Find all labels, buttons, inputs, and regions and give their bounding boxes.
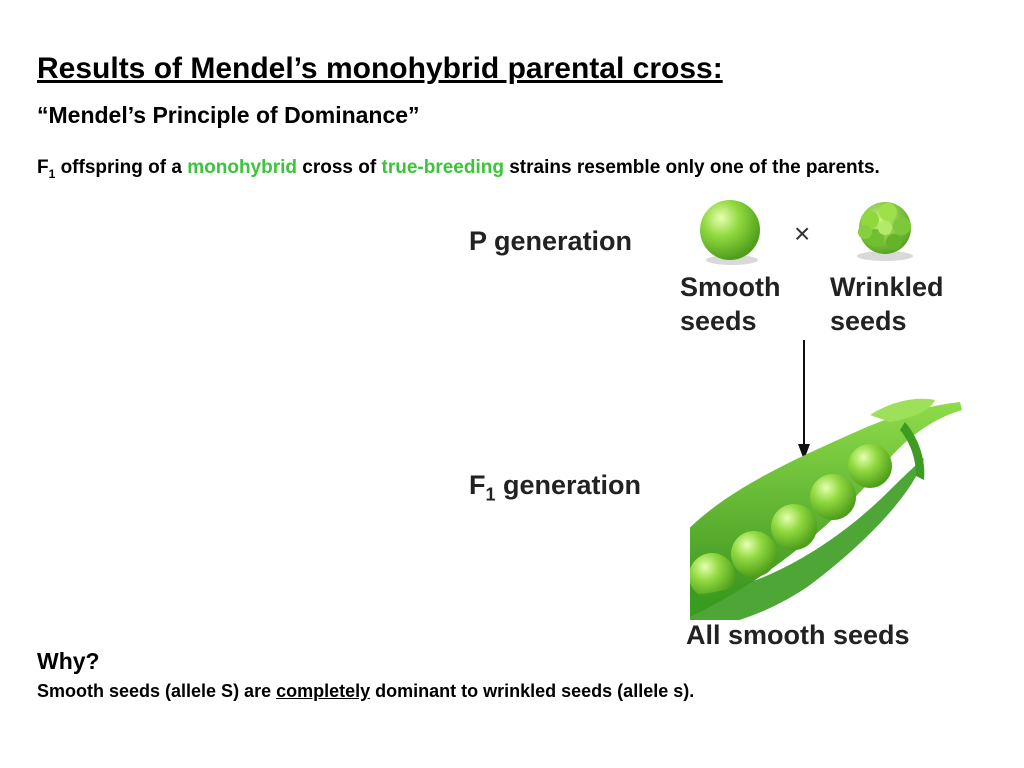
f1-letter: F [469,470,486,500]
why-part1: Smooth seeds (allele S) are [37,681,277,701]
f1-subscript: 1 [485,484,496,505]
why-part2: dominant to wrinkled seeds (allele s). [370,681,695,701]
smooth-seeds-label: Smooth seeds [680,270,781,338]
f1-rest: generation [495,470,642,500]
why-emphasis: completely [276,681,371,701]
statement-part3: strains resemble only one of the parents… [503,157,880,178]
arrow-down-icon [798,340,810,460]
wrinkled-seeds-label: Wrinkled seeds [830,270,944,338]
cross-symbol: × [794,218,811,249]
statement-text: F1 offspring of a monohybrid cross of tr… [37,154,977,188]
statement-part2: cross of [297,157,382,178]
wrinkled-seeds-line2: seeds [830,306,907,336]
statement-part1: offspring of a [55,157,188,178]
f1-generation-label: F1 generation [469,470,641,505]
why-explanation: Smooth seeds (allele S) are completely d… [37,681,694,702]
why-heading: Why? [37,648,100,674]
smooth-seed-icon [700,200,760,265]
smooth-seeds-line1: Smooth [680,272,781,302]
f-letter: F [37,157,49,178]
f-subscript: 1 [48,166,56,181]
wrinkled-seed-icon [857,202,913,261]
wrinkled-seeds-line1: Wrinkled [830,272,944,302]
highlight-monohybrid: monohybrid [187,157,298,178]
p-generation-label: P generation [469,226,633,256]
highlight-true-breeding: true-breeding [381,157,504,178]
smooth-seeds-line2: seeds [680,306,757,336]
slide-subtitle: “Mendel’s Principle of Dominance” [37,102,420,128]
cross-figure [690,200,962,631]
pea-pod-icon [690,398,962,631]
pod-label: All smooth seeds [684,620,912,651]
slide-title: Results of Mendel’s monohybrid parental … [37,52,723,85]
